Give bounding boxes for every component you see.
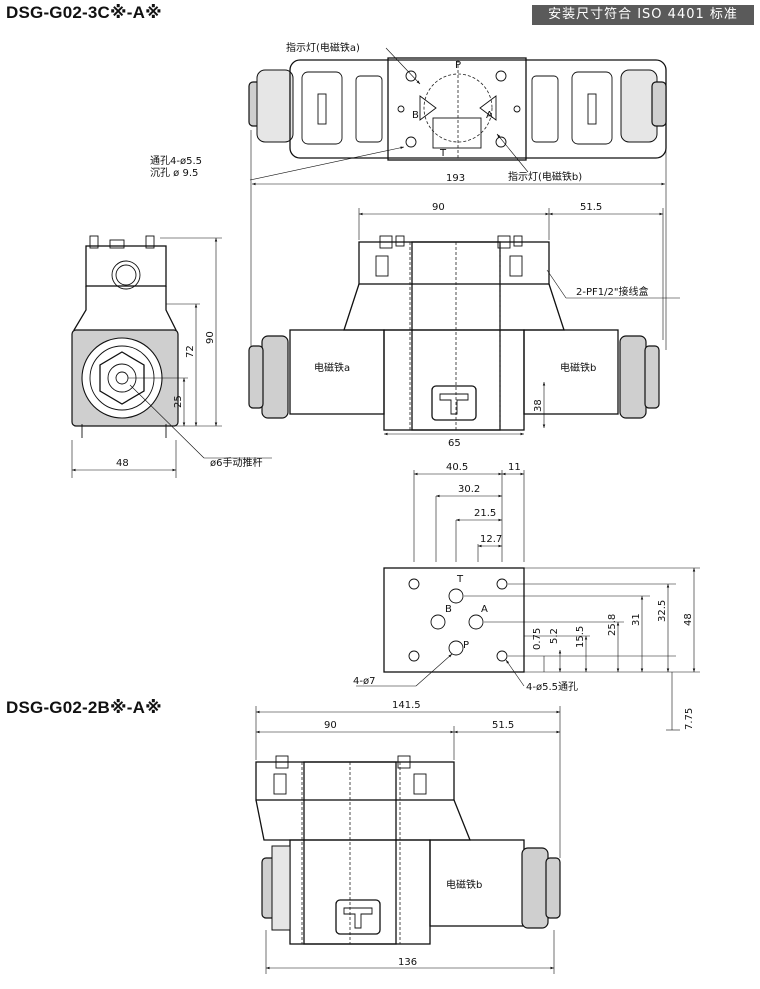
- through-hole-label: 通孔4-ø5.5: [150, 155, 202, 167]
- manual-push-label: ø6手动推杆: [210, 456, 262, 469]
- side-nut: [99, 351, 145, 405]
- title-3c: DSG-G02-3C※-A※: [6, 3, 162, 22]
- port-a-hole: [468, 614, 484, 630]
- side-dim-48: 48: [116, 458, 129, 469]
- indicator-lamp-a: [419, 95, 437, 121]
- mount-bolt-br: [496, 650, 508, 662]
- front-dim-38: 38: [533, 399, 544, 412]
- mounting-face: 40.5 11 30.2 21.5 12.7 T B A P 0.75 5.2 …: [353, 462, 700, 731]
- bolt-hole-3: [405, 136, 417, 148]
- mount-bolt-tl: [408, 578, 420, 590]
- 2b-dim-90: 90: [324, 720, 337, 731]
- front-view-3c: 90 51.5 2-PF1/2"接线盒 电磁铁a 电磁铁b 38 65: [248, 202, 680, 449]
- top-left-coil: [256, 69, 294, 143]
- manufacturer-logo: [431, 385, 477, 421]
- valve-body: [383, 329, 525, 431]
- front-view-2b: 141.5 90 51.5 电磁铁b 136: [255, 700, 561, 974]
- port-b-hole: [430, 614, 446, 630]
- port-p-label: P: [455, 60, 461, 71]
- hole-port-label: 4-ø7: [353, 676, 375, 687]
- mount-port-b: B: [445, 604, 452, 615]
- top-center-body: [387, 57, 527, 161]
- 2b-dim-51-5: 51.5: [492, 720, 514, 731]
- 2b-solenoid-b-label: 电磁铁b: [446, 878, 482, 891]
- mount-dim-31: 31: [631, 613, 642, 626]
- wiring-box-label: 2-PF1/2"接线盒: [576, 285, 648, 298]
- mount-dim-32-5: 32.5: [657, 600, 668, 622]
- indicator-lamp-b: [479, 95, 497, 121]
- hole-bolt-label: 4-ø5.5通孔: [526, 681, 578, 693]
- side-dim-25: 25: [173, 395, 184, 408]
- 2b-manufacturer-logo: [335, 899, 381, 935]
- mount-dim-30-2: 30.2: [458, 484, 480, 495]
- top-view: 指示灯(电磁铁a) 指示灯(电磁铁b) P T A B 通孔4-ø5.5 沉孔 …: [150, 41, 667, 350]
- mount-dim-21-5: 21.5: [474, 508, 496, 519]
- solenoid-a-body: [289, 329, 385, 415]
- solenoid-b-body: [523, 329, 619, 415]
- solenoid-a-label: 电磁铁a: [314, 361, 350, 374]
- indicator-b-label: 指示灯(电磁铁b): [508, 170, 582, 183]
- coil-cap-b: [619, 335, 647, 419]
- front-dim-65: 65: [448, 438, 461, 449]
- bolt-hole-2: [495, 70, 507, 82]
- counterbore-label: 沉孔 ø 9.5: [150, 166, 198, 179]
- top-left-window: [301, 71, 343, 145]
- mount-bolt-bl: [408, 650, 420, 662]
- solenoid-b-label: 电磁铁b: [560, 361, 596, 374]
- side-dim-72: 72: [185, 345, 196, 358]
- port-p-hole: [448, 640, 464, 656]
- side-dim-90: 90: [205, 331, 216, 344]
- 2b-dim-141-5: 141.5: [392, 700, 421, 711]
- mount-plate: [383, 567, 525, 673]
- port-t-label: T: [439, 148, 447, 159]
- port-b-label: B: [412, 110, 419, 121]
- standard-badge: 安装尺寸符合 ISO 4401 标准: [532, 5, 754, 25]
- mount-port-p: P: [463, 640, 469, 651]
- mount-dim-25-8: 25.8: [607, 614, 618, 636]
- top-right-cap: [651, 81, 667, 127]
- mount-dim-0-75: 0.75: [532, 628, 543, 650]
- mount-dim-5-2: 5.2: [549, 628, 560, 644]
- dim-193: 193: [446, 173, 465, 184]
- bolt-hole-1: [405, 70, 417, 82]
- mount-bolt-tr: [496, 578, 508, 590]
- port-a-label: A: [486, 110, 493, 121]
- 2b-coil-cap: [521, 847, 549, 929]
- mount-dim-11: 11: [508, 462, 521, 473]
- mount-dim-12-7: 12.7: [480, 534, 502, 545]
- mount-dim-48: 48: [683, 613, 694, 626]
- mount-dim-15-5: 15.5: [575, 626, 586, 648]
- indicator-a-label: 指示灯(电磁铁a): [286, 41, 360, 54]
- side-view: 48 90 72 25 ø6手动推杆: [71, 235, 272, 478]
- front-dim-90: 90: [432, 202, 445, 213]
- front-dim-51-5: 51.5: [580, 202, 602, 213]
- mount-dim-7-75: 7.75: [684, 708, 695, 730]
- mount-port-t: T: [456, 574, 464, 585]
- port-t-hole: [448, 588, 464, 604]
- coil-cap-a: [261, 335, 289, 419]
- side-junction-box: [85, 245, 167, 287]
- mount-port-a: A: [481, 604, 488, 615]
- mount-dim-40-5: 40.5: [446, 462, 468, 473]
- 2b-dim-136: 136: [398, 957, 417, 968]
- title-2b: DSG-G02-2B※-A※: [6, 698, 162, 717]
- bolt-hole-4: [495, 136, 507, 148]
